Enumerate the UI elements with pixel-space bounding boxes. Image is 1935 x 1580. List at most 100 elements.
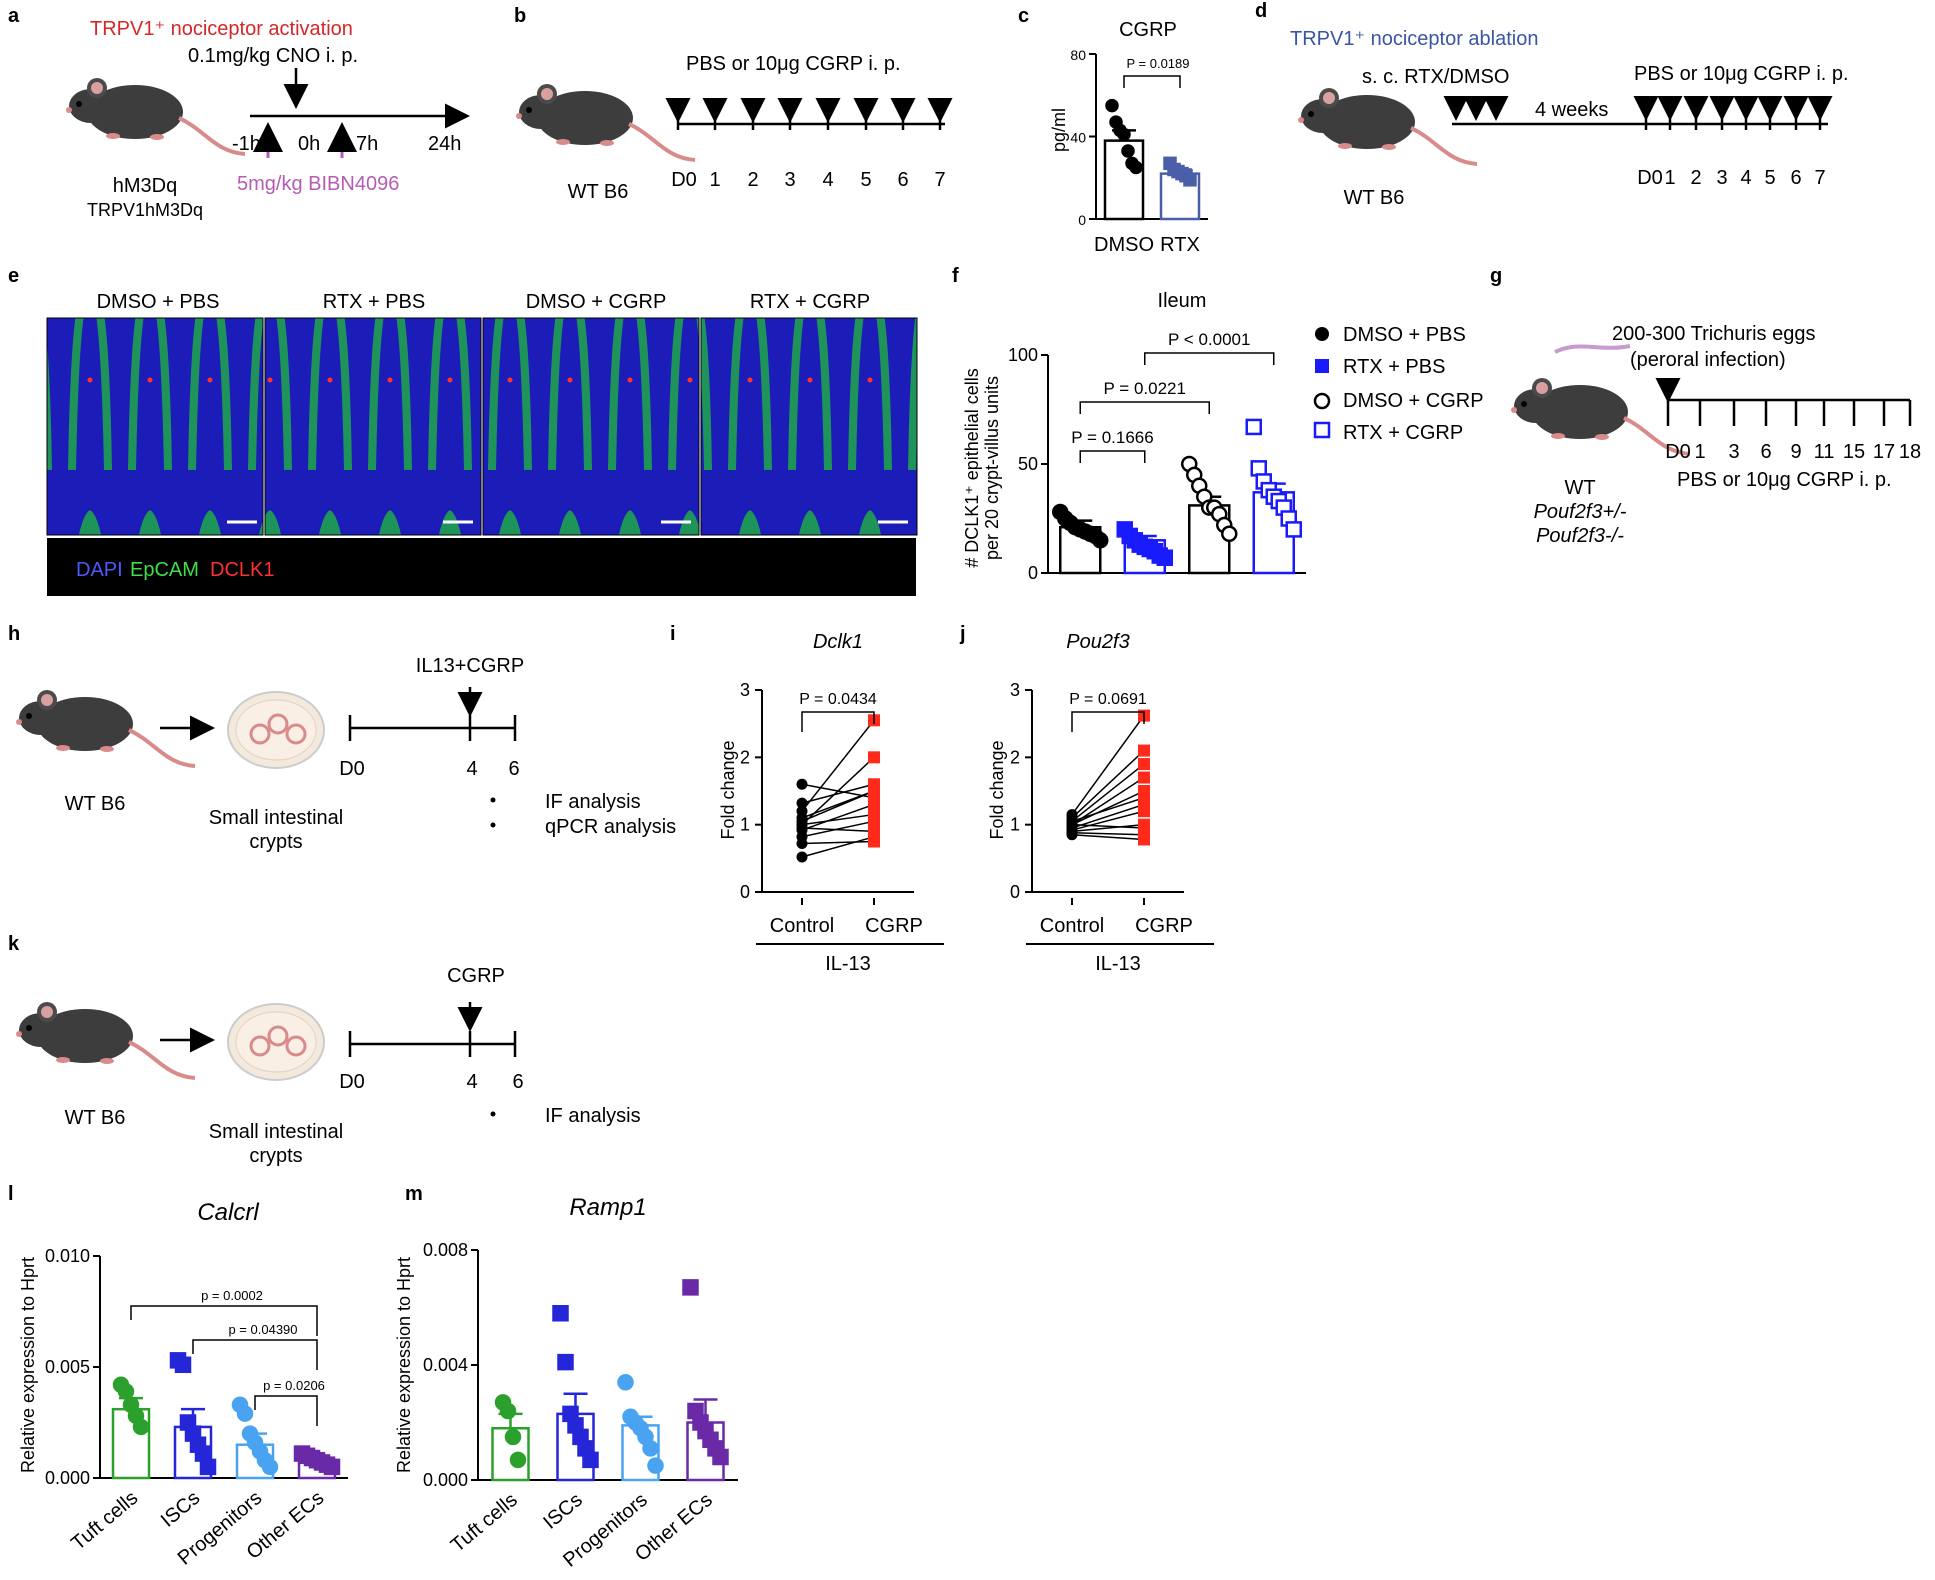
data-point <box>236 1405 254 1422</box>
panel-a-bibn: 5mg/kg BIBN4096 <box>237 173 399 195</box>
data-point <box>509 1451 527 1469</box>
timeline-tick-label: 17 <box>1873 441 1895 463</box>
p-value: P = 0.0691 <box>1069 691 1147 708</box>
panel-g-eggs: 200-300 Trichuris eggs <box>1612 323 1815 345</box>
mouse-icon <box>64 76 247 156</box>
control-point <box>796 851 808 863</box>
data-point <box>132 1418 150 1436</box>
data-point <box>1117 127 1131 142</box>
p-value: P = 0.1666 <box>1071 428 1153 447</box>
panel-g-mouse1: WT <box>1564 477 1595 499</box>
paired-line <box>1071 803 1145 829</box>
data-point <box>642 1440 659 1457</box>
y-tick-label: 1 <box>740 815 750 835</box>
p-value: P = 0.0189 <box>1126 56 1189 71</box>
y-tick-label: 0 <box>740 882 750 902</box>
timeline-tick-label: 18 <box>1899 441 1921 463</box>
paired-line <box>801 719 875 812</box>
x-tick-label: CGRP <box>1135 915 1193 937</box>
panel-f-title: Ileum <box>1158 290 1207 312</box>
panel-d-title: TRPV1⁺ nociceptor ablation <box>1290 28 1538 50</box>
timeline-tick-label: 3 <box>1716 167 1727 189</box>
y-tick-label: 2 <box>740 747 750 767</box>
paired-line <box>1071 790 1145 826</box>
y-tick-label: 0.000 <box>423 1470 468 1490</box>
panel-e-label: e <box>8 265 19 287</box>
y-tick-label: 2 <box>1010 747 1020 767</box>
panel-a-tick0: -1h <box>232 133 261 155</box>
y-tick-label: 0.005 <box>45 1357 90 1377</box>
y-tick-label: 3 <box>740 680 750 700</box>
panel-d-weeks: 4 weeks <box>1535 99 1608 121</box>
cgrp-point <box>1138 744 1150 757</box>
paired-line <box>1071 823 1145 833</box>
panel-k-tick1: 4 <box>466 1071 477 1093</box>
timeline-tick-label: 15 <box>1843 441 1865 463</box>
group-label: IL-13 <box>825 953 871 975</box>
legend-epcam: EpCAM <box>130 559 199 581</box>
panel-e-title1: DMSO + PBS <box>97 291 220 313</box>
panel-a-tick3: 24h <box>428 133 461 155</box>
paired-line <box>1071 763 1145 822</box>
panel-j-title: Pou2f3 <box>1066 631 1129 653</box>
panel-f-ylabel2: per 20 crypt-villus units <box>982 376 1002 560</box>
panel-e-title2: RTX + PBS <box>323 291 425 313</box>
timeline-tick-label: 7 <box>1814 167 1825 189</box>
panel-i-title: Dclk1 <box>813 631 863 653</box>
panel-a-label: a <box>8 5 20 27</box>
control-point <box>1066 815 1078 827</box>
panel-k-analysis1: IF analysis <box>545 1105 641 1127</box>
panel-k-label: k <box>8 933 20 955</box>
worm-icon <box>1554 344 1631 354</box>
timeline-tick-label: D0 <box>1665 441 1691 463</box>
timeline-tick-label: 11 <box>1814 441 1835 463</box>
timeline-tick-label: 2 <box>747 169 758 191</box>
paired-line <box>801 783 875 799</box>
y-tick-label: 1 <box>1010 815 1020 835</box>
cgrp-point <box>1138 771 1150 784</box>
data-point <box>552 1305 569 1322</box>
y-tick-label: 0.004 <box>423 1355 468 1375</box>
panel-k-crypts1: Small intestinal <box>209 1121 344 1143</box>
timeline-tick-label: 6 <box>1790 167 1801 189</box>
panel-f-label: f <box>952 265 959 287</box>
panel-a-cno: 0.1mg/kg CNO i. p. <box>188 45 358 67</box>
significance-bracket <box>1079 401 1210 414</box>
timeline-tick-label: D0 <box>1637 167 1663 189</box>
significance-bracket <box>801 711 875 732</box>
control-point <box>796 797 808 809</box>
data-point <box>504 1428 522 1446</box>
data-point <box>117 1383 135 1400</box>
data-point <box>499 1402 517 1420</box>
y-tick-label: 50 <box>1018 454 1038 474</box>
panel-c-title: CGRP <box>1119 19 1177 41</box>
y-tick-label: 0.008 <box>423 1240 468 1260</box>
panel-h-crypts1: Small intestinal <box>209 807 344 829</box>
timeline-tick-label: 3 <box>1728 441 1739 463</box>
data-point <box>682 1279 699 1296</box>
cgrp-point <box>1138 791 1150 804</box>
panel-k-tick0: D0 <box>339 1071 365 1093</box>
panel-e-title3: DMSO + CGRP <box>526 291 667 313</box>
significance-bracket <box>1071 711 1145 732</box>
panel-d-arrows <box>1443 96 1833 130</box>
panel-l-label: l <box>8 1183 14 1205</box>
data-point <box>617 1374 634 1391</box>
paired-line <box>801 803 875 831</box>
control-point <box>796 822 808 834</box>
panel-k-mouse: WT B6 <box>65 1107 126 1129</box>
panel-b-dose: PBS or 10μg CGRP i. p. <box>686 53 901 75</box>
timeline-tick-label: 1 <box>1694 441 1705 463</box>
paired-line <box>1071 797 1145 823</box>
p-value: P = 0.0221 <box>1104 379 1186 398</box>
paired-line <box>801 840 875 845</box>
panel-h-treat: IL13+CGRP <box>416 655 524 677</box>
panel-e-title4: RTX + CGRP <box>750 291 870 313</box>
panel-h-analysis1: IF analysis <box>545 791 641 813</box>
data-point <box>199 1458 217 1476</box>
